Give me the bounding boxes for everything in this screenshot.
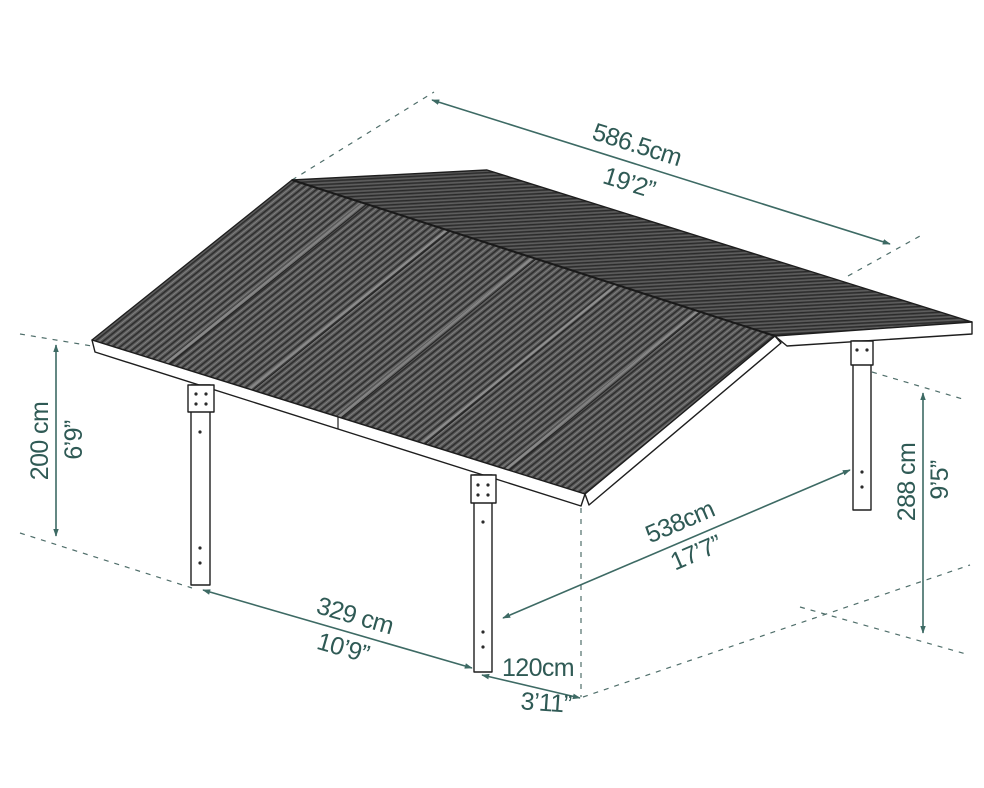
post-right — [850, 340, 874, 511]
dimension-bottom-imperial: 10’9” — [314, 627, 373, 668]
extension-line-left-top — [19, 333, 93, 347]
dimension-right-metric: 288 cm — [893, 443, 921, 521]
right-fascia — [774, 321, 973, 347]
roof-ridge — [291, 179, 776, 337]
bolt-hole — [481, 630, 485, 634]
bolt-hole — [204, 402, 208, 406]
roof-panel-seam — [168, 203, 368, 365]
bolt-hole — [476, 483, 480, 487]
roof-panel-seams — [165, 202, 702, 471]
bolt-hole — [198, 546, 202, 550]
post-body — [852, 340, 872, 511]
bolt-hole — [194, 392, 198, 396]
post-body — [473, 474, 493, 673]
roof-panel-seam — [165, 202, 365, 364]
post-left — [187, 384, 215, 586]
roof-panel-seam — [249, 229, 448, 390]
bolt-hole — [860, 470, 864, 474]
bolt-hole — [198, 430, 202, 434]
bolt-hole — [486, 493, 490, 497]
roof-panel-seam — [337, 257, 534, 418]
bolt-hole — [194, 402, 198, 406]
post-bracket — [187, 384, 215, 413]
post-bracket — [850, 340, 874, 366]
extension-line-top-left — [291, 91, 435, 181]
post-middle — [470, 474, 497, 673]
extension-line-left-bottom — [19, 532, 193, 589]
extension-line-right-top — [871, 371, 967, 401]
extension-line-ground — [582, 564, 971, 698]
bolt-hole — [198, 561, 202, 565]
dimension-line-top — [431, 99, 891, 245]
dimension-line-bottom — [202, 589, 473, 669]
dimension-right-imperial: 9’5” — [926, 460, 954, 500]
roof-panel-seam — [421, 284, 617, 444]
dimension-bottom-right-imperial: 3’11” — [520, 687, 573, 718]
roof-panel-seam — [508, 311, 702, 471]
dimension-bottom-right-metric: 120cm — [502, 654, 574, 682]
dimension-left-imperial: 6’9” — [60, 420, 88, 460]
dimension-line-bottom-right — [481, 673, 581, 700]
dimension-line-center — [502, 469, 851, 619]
roof-panel-seam — [340, 258, 537, 419]
bolt-hole — [855, 348, 859, 352]
bolt-hole — [860, 485, 864, 489]
dimension-lines — [53, 99, 926, 700]
dimension-left-metric: 200 cm — [26, 402, 54, 480]
roof-panel-seam — [424, 285, 620, 445]
posts — [187, 340, 874, 673]
roof — [91, 169, 973, 507]
roof-panel-seam — [252, 230, 451, 391]
bolt-hole — [204, 392, 208, 396]
post-body — [190, 384, 211, 586]
extension-lines — [19, 91, 971, 698]
bolt-hole — [865, 348, 869, 352]
bolt-hole — [486, 483, 490, 487]
bolt-hole — [476, 493, 480, 497]
bolt-hole — [481, 520, 485, 524]
post-bracket — [470, 474, 497, 504]
extension-line-right-bottom — [799, 606, 967, 655]
roof-panel-seam — [505, 310, 699, 470]
bolt-hole — [481, 645, 485, 649]
extension-line-top-right — [847, 235, 921, 277]
